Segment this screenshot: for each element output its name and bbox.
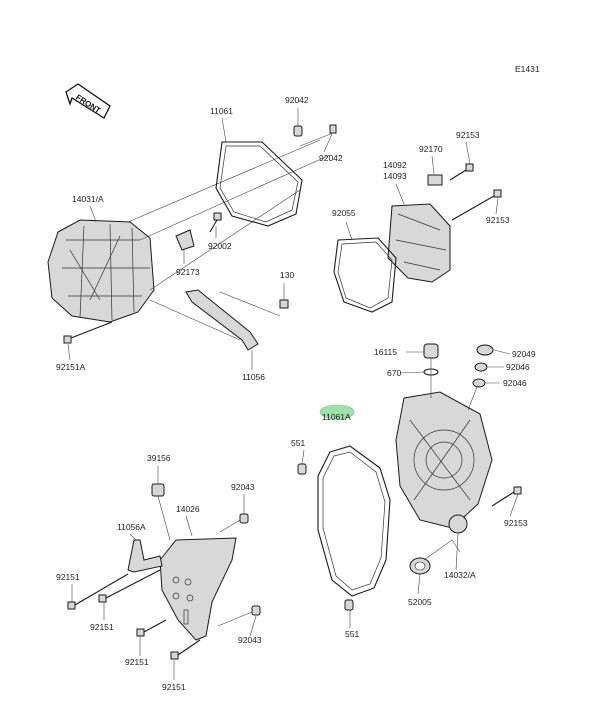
label-92049: 92049 — [512, 349, 536, 359]
label-92046-b: 92046 — [503, 378, 527, 388]
label-92042-a: 92042 — [285, 95, 309, 105]
bolt-92002[interactable] — [209, 212, 222, 233]
dowel-92043-a[interactable] — [219, 513, 249, 533]
dowel-92043-b[interactable] — [217, 605, 261, 627]
clamp-92170[interactable] — [427, 174, 443, 186]
collar-39156[interactable] — [151, 483, 171, 541]
label-670: 670 — [387, 368, 401, 378]
bolt-92151-b[interactable] — [98, 569, 161, 603]
sprocket-cover[interactable] — [159, 537, 237, 641]
clutch-cover[interactable] — [395, 391, 493, 534]
bolt-92151A[interactable] — [63, 321, 113, 344]
oil-seal-52005[interactable] — [409, 539, 461, 575]
bolt-130[interactable] — [279, 299, 289, 309]
front-arrow-icon: FRONT — [65, 83, 111, 119]
label-92151A: 92151A — [56, 362, 86, 372]
label-130: 130 — [280, 270, 294, 280]
generator-cover[interactable] — [47, 219, 155, 323]
bracket-11056[interactable] — [149, 289, 281, 351]
pump-cover-gasket[interactable] — [333, 237, 397, 313]
bracket-11056A[interactable] — [127, 539, 163, 573]
label-92055: 92055 — [332, 208, 356, 218]
bolt-92151-c[interactable] — [136, 619, 167, 637]
label-92151-a: 92151 — [56, 572, 80, 582]
clamp-92173[interactable] — [175, 229, 195, 251]
label-92046-a: 92046 — [506, 362, 530, 372]
label-11056A: 11056A — [117, 522, 146, 532]
label-92173: 92173 — [176, 267, 200, 277]
label-92151-d: 92151 — [162, 682, 186, 692]
cover-gasket[interactable] — [215, 141, 303, 227]
dowel-pin-551-a[interactable] — [297, 463, 307, 475]
label-14031A: 14031/A — [72, 194, 104, 204]
bolt-92153-c[interactable] — [491, 486, 522, 507]
label-11056: 11056 — [242, 372, 265, 382]
label-11061A: 11061A — [322, 412, 351, 422]
label-92153-b: 92153 — [486, 215, 510, 225]
label-14093: 14093 — [383, 171, 407, 181]
label-551-a: 551 — [291, 438, 305, 448]
label-16115: 16115 — [374, 347, 397, 357]
label-14032A: 14032/A — [444, 570, 476, 580]
label-11061: 11061 — [210, 106, 233, 116]
clutch-cover-gasket[interactable] — [317, 445, 391, 597]
label-52005: 52005 — [408, 597, 432, 607]
label-92043-a: 92043 — [231, 482, 255, 492]
bolt-92042-b[interactable] — [299, 124, 337, 147]
label-92170: 92170 — [419, 144, 443, 154]
washer-92046-b[interactable] — [472, 378, 486, 388]
label-14026: 14026 — [176, 504, 200, 514]
label-92042-b: 92042 — [319, 153, 343, 163]
label-92151-c: 92151 — [125, 657, 149, 667]
bolt-92153-b[interactable] — [451, 189, 502, 221]
dowel-pin-551-b[interactable] — [344, 599, 354, 611]
label-39156: 39156 — [147, 453, 171, 463]
label-92153-a: 92153 — [456, 130, 480, 140]
label-92153-c: 92153 — [504, 518, 528, 528]
label-92002: 92002 — [208, 241, 232, 251]
label-14092: 14092 — [383, 160, 407, 170]
label-92043-b: 92043 — [238, 635, 262, 645]
oil-pump-cover[interactable] — [387, 203, 451, 283]
plug-92049[interactable] — [476, 344, 494, 356]
oil-filler-cap[interactable] — [423, 343, 439, 359]
bolt-92151-a[interactable] — [67, 573, 129, 610]
diagram-code: E1431 — [515, 64, 540, 74]
label-551-b: 551 — [345, 629, 359, 639]
bolt-92151-d[interactable] — [170, 639, 201, 660]
highlight-marker[interactable] — [319, 404, 355, 420]
bolt-92153-a[interactable] — [449, 163, 474, 181]
dowel-pin-92042-a[interactable] — [293, 125, 303, 137]
label-92151-b: 92151 — [90, 622, 114, 632]
washer-92046-a[interactable] — [474, 362, 488, 372]
